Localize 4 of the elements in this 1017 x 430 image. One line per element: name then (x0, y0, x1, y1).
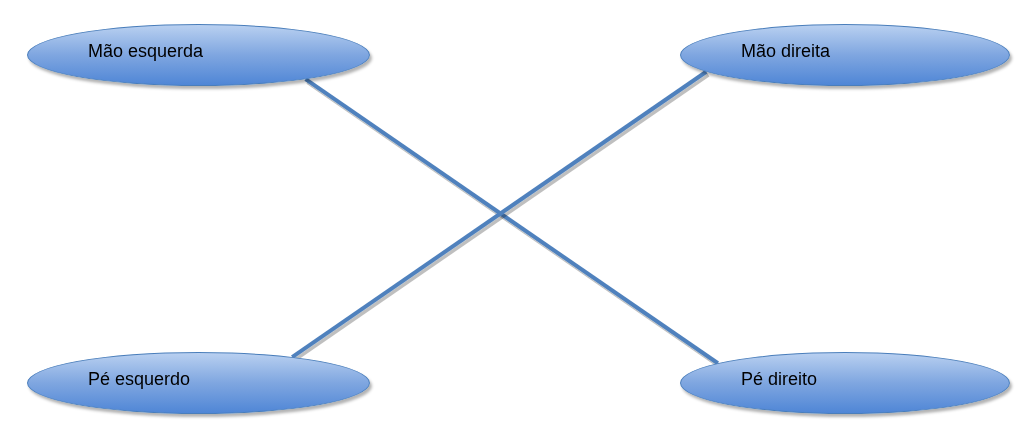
node-label: Pé esquerdo (88, 367, 191, 391)
node-label: Pé direito (741, 367, 818, 391)
node-label: Mão direita (741, 39, 831, 63)
node-label: Mão esquerda (88, 39, 204, 63)
